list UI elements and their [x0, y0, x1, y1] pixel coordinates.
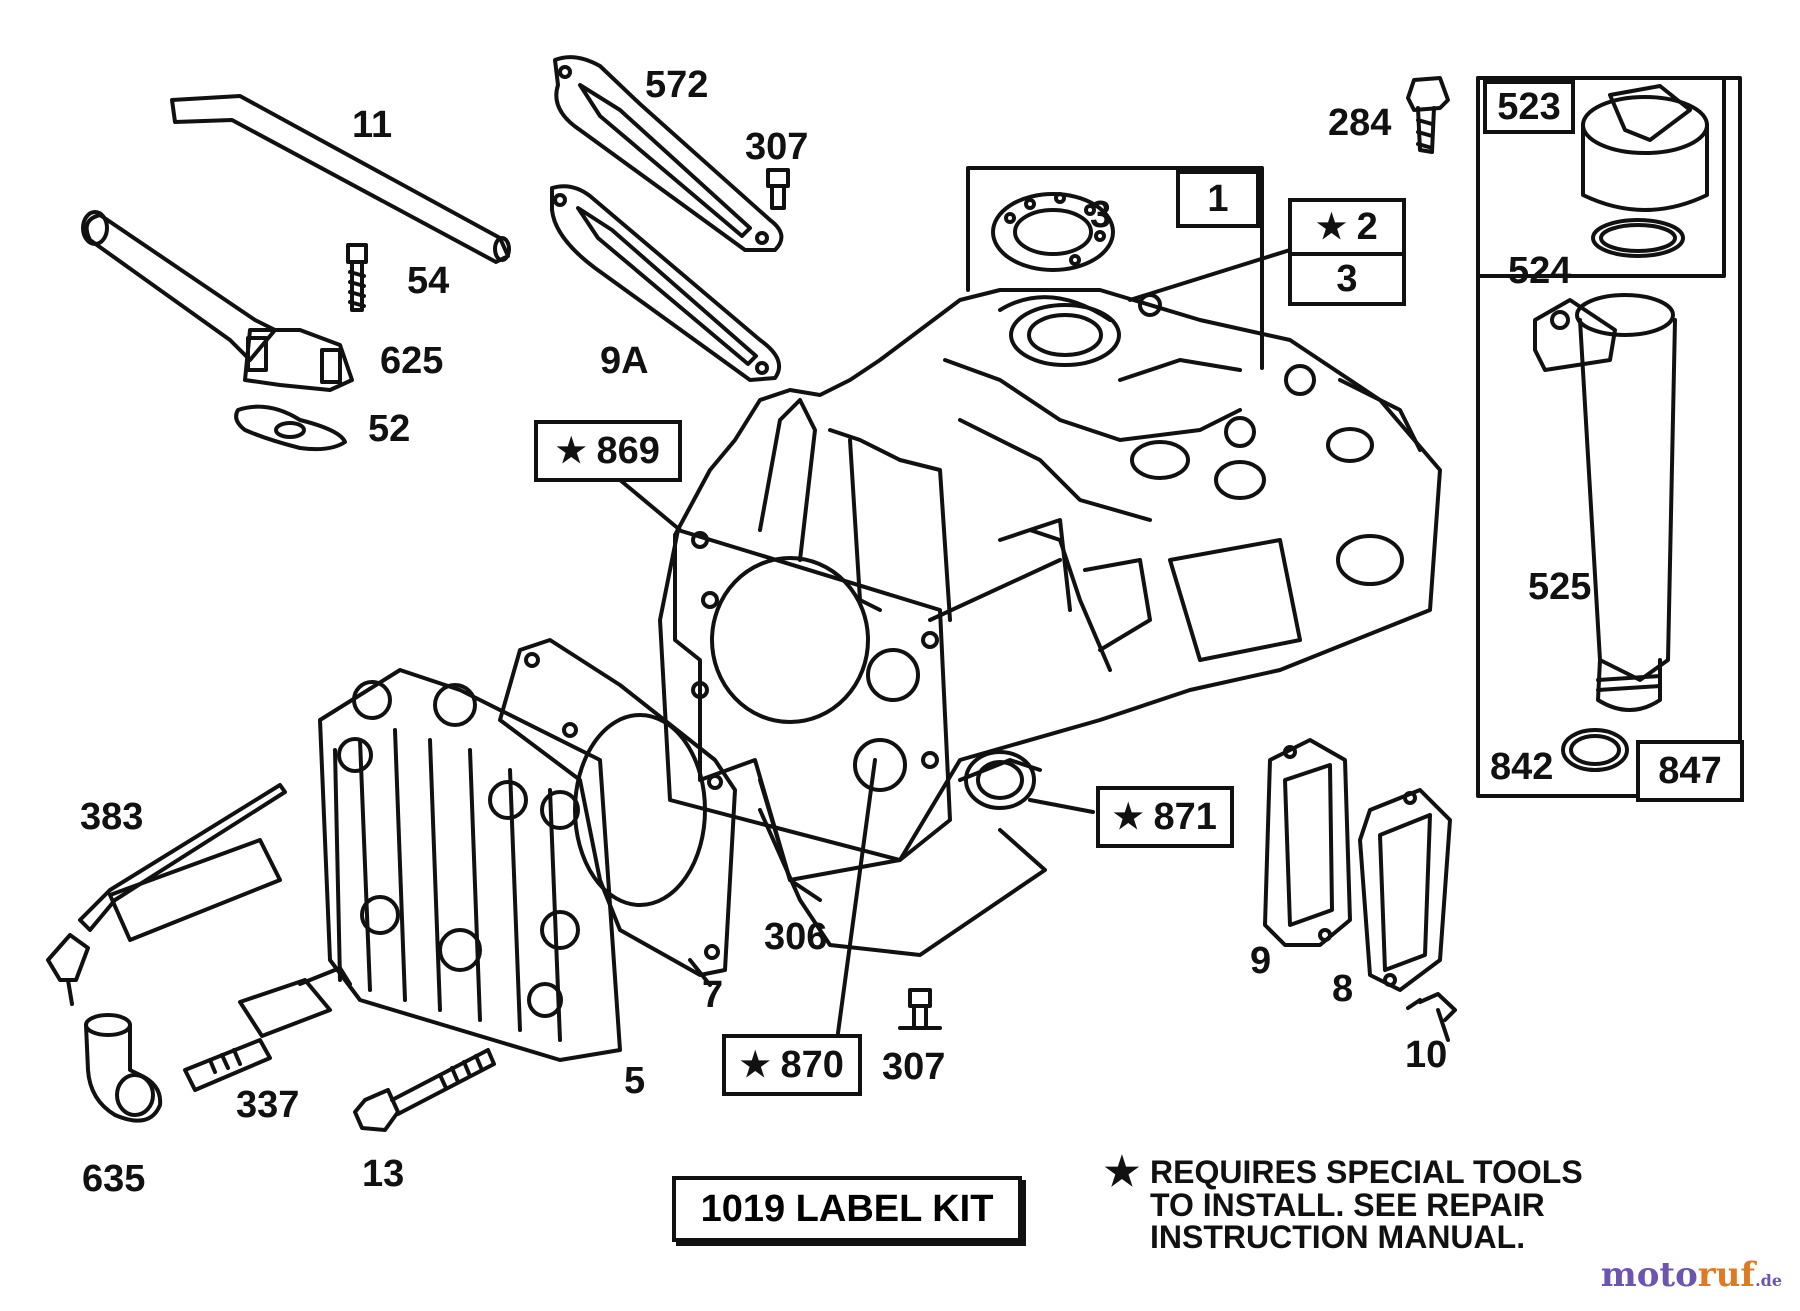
label-part-8: 8	[1332, 968, 1354, 1010]
label-part-3-seal: 3	[1090, 194, 1112, 236]
leader-line-part-2	[1128, 248, 1292, 302]
star-icon: ★	[1104, 1150, 1140, 1194]
star-icon: ★	[740, 1046, 771, 1084]
fuel-line-part-383	[46, 783, 287, 1006]
star-icon: ★	[1316, 208, 1347, 246]
gasket-part-9	[1263, 738, 1352, 947]
label-part-307-top: 307	[745, 126, 809, 168]
label-part-5: 5	[624, 1060, 646, 1102]
label-part-572: 572	[645, 64, 709, 106]
leader-line-part-870	[836, 758, 877, 1035]
note-line-1: REQUIRES SPECIAL TOOLS	[1150, 1154, 1583, 1190]
special-tools-note: ★ REQUIRES SPECIAL TOOLS TO INSTALL. SEE…	[1104, 1152, 1710, 1256]
dipstick-cap-part-523	[1581, 84, 1709, 212]
tube-bracket-part-625	[81, 210, 354, 392]
label-part-635: 635	[82, 1158, 146, 1200]
screw-part-54	[346, 243, 368, 312]
label-part-625: 625	[380, 340, 444, 382]
note-line-3: INSTRUCTION MANUAL.	[1150, 1219, 1526, 1256]
star-icon: ★	[1113, 798, 1144, 836]
note-line-2: TO INSTALL. SEE REPAIR	[1150, 1186, 1545, 1223]
leader-line-part-7	[688, 958, 712, 987]
label-part-524: 524	[1508, 250, 1572, 292]
leader-line-part-871	[1028, 798, 1095, 814]
box-part-3-label: 3	[1336, 258, 1358, 300]
label-part-9a: 9A	[600, 340, 649, 382]
screw-part-307-top	[766, 168, 790, 210]
label-part-52: 52	[368, 408, 411, 450]
label-part-11: 11	[352, 104, 393, 146]
label-kit-box: 1019 LABEL KIT	[672, 1176, 1022, 1242]
cover-part-8	[1358, 788, 1452, 992]
box-part-869: ★869	[534, 420, 682, 482]
spark-plug-part-337	[183, 966, 352, 1092]
bolt-part-284	[1406, 76, 1450, 154]
screw-part-10	[1406, 992, 1457, 1042]
dipstick-cap-subframe	[1476, 76, 1726, 278]
o-ring-part-524	[1591, 218, 1685, 258]
gasket-part-52	[234, 404, 347, 452]
bolt-part-13	[353, 1048, 496, 1132]
label-part-13: 13	[362, 1153, 405, 1195]
crankcase-block	[673, 288, 1442, 882]
box-part-871: ★871	[1096, 786, 1234, 848]
fitting-part-635	[84, 1013, 163, 1123]
o-ring-part-842	[1561, 728, 1629, 772]
gasket-part-306	[758, 808, 1047, 957]
label-part-307-bottom: 307	[882, 1046, 946, 1088]
box-part-523: 523	[1483, 80, 1575, 134]
label-part-383: 383	[80, 796, 144, 838]
breather-tube-part-11	[170, 94, 511, 264]
gasket-part-572	[553, 55, 784, 252]
label-part-842: 842	[1490, 746, 1554, 788]
box-part-2-label: 2	[1356, 206, 1378, 248]
label-part-10: 10	[1405, 1034, 1448, 1076]
box-part-870: ★870	[722, 1034, 862, 1096]
box-part-847: 847	[1636, 740, 1744, 802]
label-part-9: 9	[1250, 940, 1272, 982]
cylinder-head-part-5	[318, 668, 622, 1062]
box-part-2-3: ★2 3	[1288, 198, 1406, 306]
dipstick-tube-part-525	[1533, 293, 1677, 712]
box-part-1: 1	[1176, 170, 1260, 228]
label-part-284: 284	[1328, 102, 1392, 144]
screw-part-307-bottom	[898, 988, 942, 1030]
leader-box-part-1	[966, 166, 1264, 370]
watermark-logo: motoruf.de	[1600, 1255, 1782, 1295]
label-part-525: 525	[1528, 566, 1592, 608]
oil-seal-part-3	[991, 192, 1115, 272]
label-part-54: 54	[407, 260, 450, 302]
label-part-337: 337	[236, 1084, 300, 1126]
gasket-part-9a	[550, 184, 781, 382]
star-icon: ★	[556, 432, 587, 470]
label-part-7: 7	[702, 974, 724, 1016]
head-gasket-part-7	[498, 638, 737, 977]
label-part-306: 306	[764, 916, 828, 958]
leader-line-part-869	[618, 478, 682, 532]
